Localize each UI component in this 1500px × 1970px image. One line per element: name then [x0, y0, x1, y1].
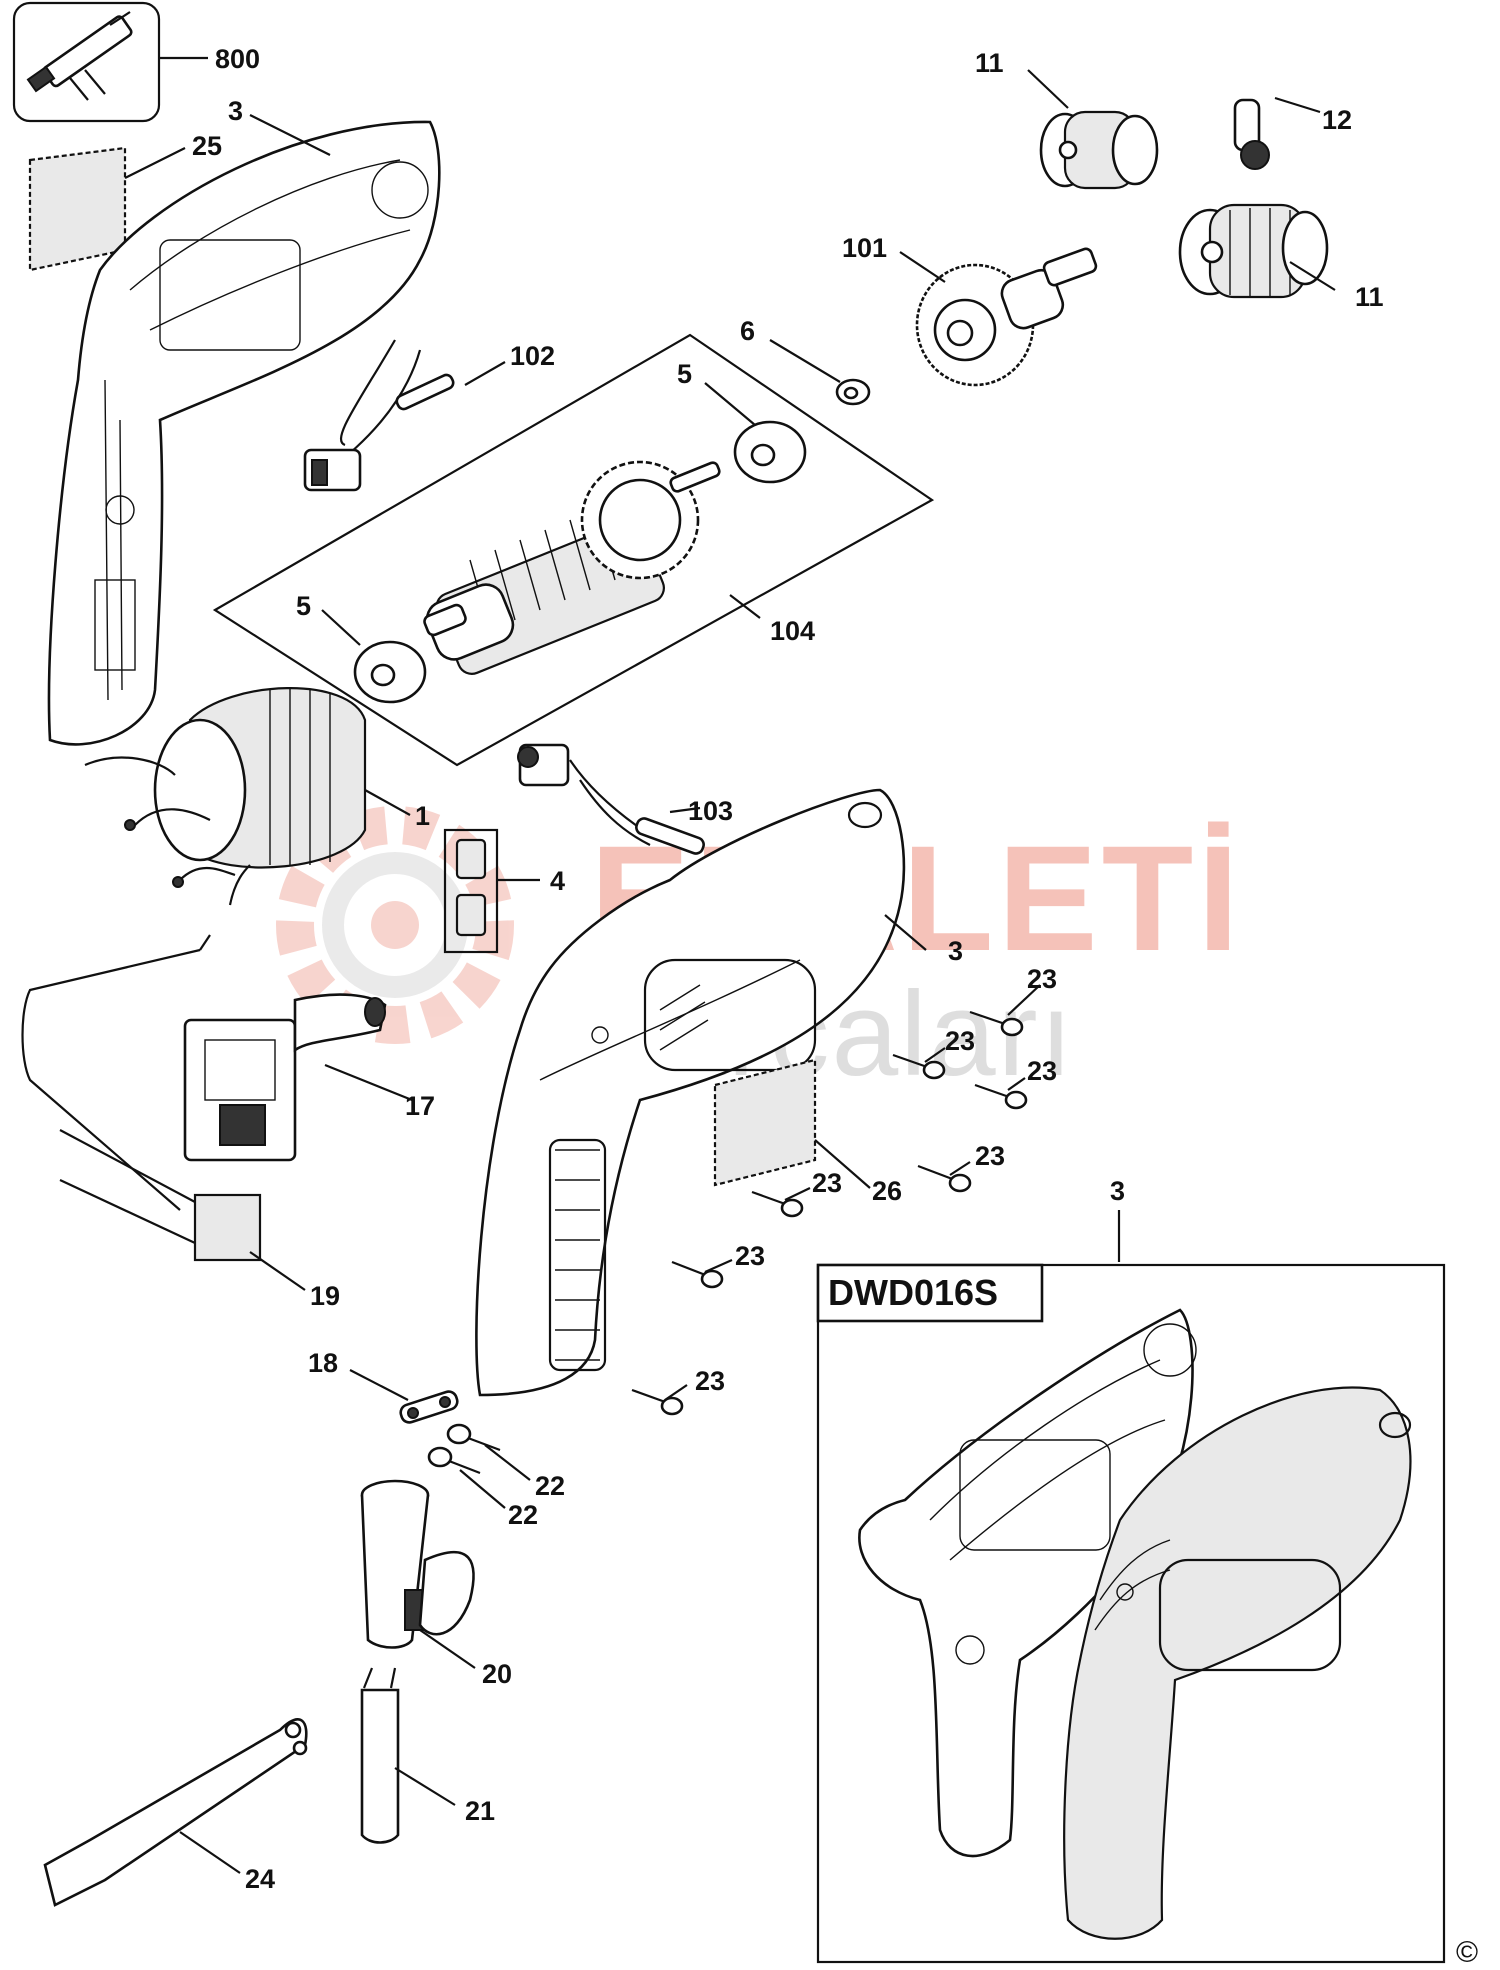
callout-23-f: 23 [735, 1241, 765, 1271]
part-6-washer [835, 378, 871, 406]
callout-11-keyless: 11 [1355, 282, 1384, 312]
callout-22-a: 22 [535, 1471, 565, 1501]
callout-25: 25 [192, 131, 222, 161]
callout-23-g: 23 [695, 1366, 725, 1396]
part-18-cord-clamp [399, 1390, 459, 1424]
dwd016s-housing-outer [1063, 1386, 1412, 1940]
leader-lines [124, 56, 1336, 1874]
part-3-main-housing [475, 788, 906, 1397]
part-104-armature-kit-frame [212, 333, 935, 767]
dwd016s-variant-inset: DWD016S [816, 1263, 1446, 1964]
callout-3-inset: 3 [1110, 1176, 1125, 1206]
dwd016s-housing-half [858, 1308, 1197, 1858]
callout-101: 101 [842, 233, 887, 263]
part-5-bearing-lower [353, 640, 427, 704]
part-12-chuck-key [1190, 25, 1370, 170]
callout-24: 24 [245, 1864, 275, 1894]
callout-11-keyed: 11 [975, 48, 1004, 78]
callout-800: 800 [215, 44, 260, 74]
callout-17: 17 [405, 1091, 435, 1121]
callout-1: 1 [415, 801, 430, 831]
part-102-lead-connector [303, 339, 455, 492]
callout-23-e: 23 [812, 1168, 842, 1198]
part-24-wrench [43, 1718, 308, 1907]
callout-5-upper: 5 [677, 359, 692, 389]
copyright-mark: © [1456, 1936, 1478, 1969]
callout-103: 103 [688, 796, 733, 826]
part-23-screws [631, 1010, 1028, 1416]
callout-3-main: 3 [948, 936, 963, 966]
callout-12: 12 [1322, 105, 1352, 135]
part-3-housing-half [47, 120, 441, 746]
part-4-carbon-brushes [443, 828, 499, 954]
part-25-label [28, 146, 127, 272]
callout-26: 26 [872, 1176, 902, 1206]
callout-104: 104 [770, 616, 815, 646]
part-5-bearing-upper [733, 420, 807, 484]
callout-21: 21 [465, 1796, 495, 1826]
callout-3-top: 3 [228, 96, 243, 126]
callout-22-b: 22 [508, 1500, 538, 1530]
callout-18: 18 [308, 1348, 338, 1378]
part-22-screw-a [446, 1423, 501, 1452]
callout-23-b: 23 [945, 1026, 975, 1056]
part-103-switch-lead [517, 743, 705, 855]
callout-4: 4 [550, 866, 565, 896]
callout-19: 19 [310, 1281, 340, 1311]
part-11-keyless-chuck [1178, 203, 1329, 299]
callout-23-d: 23 [975, 1141, 1005, 1171]
part-800-grease-gun-icon [12, 1, 161, 123]
callout-23-c: 23 [1027, 1056, 1057, 1086]
part-17-switch [183, 993, 387, 1162]
callout-labels: 800 3 25 102 11 12 101 11 6 5 5 104 1 10… [192, 44, 1384, 1894]
part-20-cord-protector [360, 1479, 475, 1649]
callout-20: 20 [482, 1659, 512, 1689]
part-1-field-stator [84, 687, 367, 906]
callout-5-lower: 5 [296, 591, 311, 621]
part-21-power-cable [360, 1667, 400, 1844]
callout-102: 102 [510, 341, 555, 371]
callout-6: 6 [740, 316, 755, 346]
callout-23-a: 23 [1027, 964, 1057, 994]
part-104-armature [423, 460, 721, 675]
part-22-screw-b [427, 1446, 481, 1475]
part-26-label [713, 1058, 817, 1187]
part-11-keyed-chuck [1039, 110, 1159, 190]
part-101-spindle-gear [915, 247, 1098, 387]
dwd016s-model-label: DWD016S [828, 1272, 998, 1313]
part-19-bracket [21, 934, 262, 1262]
